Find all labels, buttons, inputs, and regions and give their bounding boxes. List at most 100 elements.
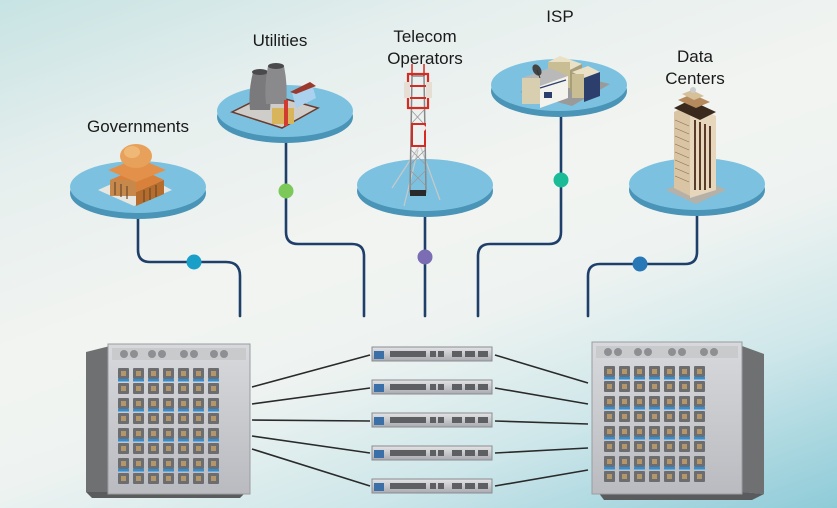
port-module: [604, 426, 615, 440]
port-module: [619, 426, 630, 440]
port-module: [694, 381, 705, 392]
port-module: [133, 368, 144, 382]
port-module: [664, 366, 675, 380]
port-module: [178, 473, 189, 484]
port-module: [619, 456, 630, 470]
port-module: [649, 396, 660, 410]
port-module: [118, 428, 129, 442]
port-module: [649, 441, 660, 452]
port-module: [118, 443, 129, 454]
port-module: [679, 456, 690, 470]
node-label-telecom: Telecom Operators: [370, 26, 480, 70]
port-module: [163, 368, 174, 382]
port-module: [178, 428, 189, 442]
port-module: [178, 458, 189, 472]
port-module: [178, 413, 189, 424]
line-card: [371, 379, 493, 395]
port-module: [649, 381, 660, 392]
port-module: [619, 396, 630, 410]
port-module: [664, 471, 675, 482]
port-module: [118, 383, 129, 394]
port-module: [193, 398, 204, 412]
port-module: [148, 458, 159, 472]
port-module: [664, 426, 675, 440]
node-label-telecom-line1: Telecom: [393, 27, 457, 46]
port-module: [679, 396, 690, 410]
port-module: [118, 413, 129, 424]
port-module: [118, 398, 129, 412]
node-label-datacenters-line1: Data: [677, 47, 713, 66]
port-module: [193, 383, 204, 394]
link-dot-datacenters: [632, 256, 648, 272]
port-module: [178, 383, 189, 394]
port-module: [178, 398, 189, 412]
port-module: [679, 426, 690, 440]
port-module: [604, 471, 615, 482]
port-module: [193, 368, 204, 382]
port-module: [619, 471, 630, 482]
port-module: [664, 441, 675, 452]
port-module: [133, 428, 144, 442]
port-module: [133, 398, 144, 412]
port-module: [163, 458, 174, 472]
port-module: [163, 383, 174, 394]
port-module: [604, 441, 615, 452]
port-module: [604, 411, 615, 422]
port-module: [649, 426, 660, 440]
node-label-governments: Governments: [86, 117, 190, 136]
port-module: [133, 413, 144, 424]
port-module: [193, 413, 204, 424]
port-module: [649, 456, 660, 470]
port-module: [208, 383, 219, 394]
skyscraper-icon: [666, 87, 726, 204]
port-module: [634, 471, 645, 482]
port-module: [208, 398, 219, 412]
port-module: [178, 368, 189, 382]
port-module: [148, 443, 159, 454]
port-module: [649, 471, 660, 482]
isp-office-icon: [520, 56, 610, 108]
port-module: [163, 398, 174, 412]
port-module: [694, 456, 705, 470]
port-module: [619, 441, 630, 452]
port-module: [148, 473, 159, 484]
port-module: [193, 473, 204, 484]
node-label-isp: ISP: [546, 7, 574, 26]
port-module: [694, 441, 705, 452]
port-module: [148, 398, 159, 412]
port-module: [619, 381, 630, 392]
port-module: [679, 441, 690, 452]
right-core-chassis: [591, 341, 764, 500]
port-module: [148, 368, 159, 382]
port-module: [148, 428, 159, 442]
cell-tower-icon: [391, 64, 441, 207]
port-module: [679, 366, 690, 380]
node-label-datacenters: Data Centers: [650, 46, 740, 90]
port-module: [118, 473, 129, 484]
port-module: [163, 473, 174, 484]
port-module: [664, 396, 675, 410]
port-module: [208, 473, 219, 484]
port-module: [619, 366, 630, 380]
link-isp: [476, 110, 563, 318]
port-module: [148, 413, 159, 424]
port-module: [634, 366, 645, 380]
port-module: [148, 383, 159, 394]
port-module: [163, 443, 174, 454]
line-card: [371, 346, 493, 362]
link-dot-telecom: [417, 249, 433, 265]
port-module: [133, 383, 144, 394]
port-module: [664, 456, 675, 470]
port-module: [679, 471, 690, 482]
port-module: [133, 458, 144, 472]
port-module: [118, 458, 129, 472]
port-module: [133, 473, 144, 484]
port-module: [649, 366, 660, 380]
port-module: [604, 456, 615, 470]
port-module: [178, 443, 189, 454]
port-module: [208, 428, 219, 442]
port-module: [634, 426, 645, 440]
port-module: [193, 443, 204, 454]
power-plant-icon: [230, 63, 320, 129]
